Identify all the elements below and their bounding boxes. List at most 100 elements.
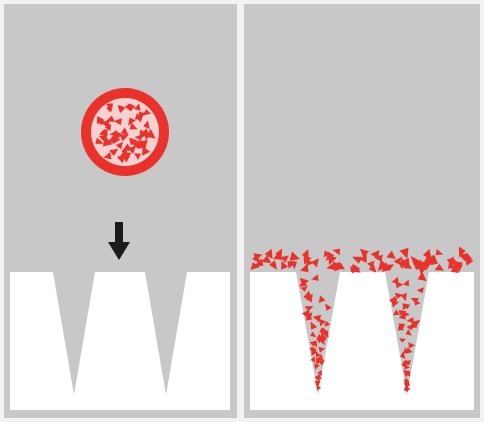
capsule-particle: [124, 152, 132, 158]
coating-particle: [454, 264, 463, 273]
crack-fill-particle: [318, 295, 326, 303]
filled-cracks-and-coating: [250, 246, 474, 393]
crack-fill-particle: [318, 359, 325, 366]
coating-particle: [325, 251, 335, 261]
crack-fill-particle: [394, 292, 403, 299]
coating-particle: [264, 248, 273, 259]
coating-particle: [275, 248, 283, 259]
capsule-particle: [129, 122, 138, 130]
crack-fill-particle: [400, 292, 407, 302]
coating-particle: [301, 249, 309, 259]
coating-particle: [281, 260, 288, 270]
coating-particle: [435, 248, 444, 256]
crack-fill-particle: [321, 327, 329, 336]
crack-fill-particle: [410, 298, 419, 304]
crack-fill-particle: [320, 333, 328, 341]
crack-fill-particle: [399, 338, 406, 343]
coating-particle: [359, 248, 369, 258]
capsule-particle: [102, 137, 113, 147]
coating-particle: [368, 264, 377, 273]
right-substrate: [250, 272, 474, 410]
capsule-particle: [141, 146, 151, 156]
capsule-particle: [98, 134, 108, 142]
crack-fill-particle: [397, 324, 405, 331]
crack-fill-particle: [319, 318, 327, 327]
capsule-particle: [95, 137, 105, 144]
capsule-particle: [131, 139, 141, 149]
capsule-particle: [111, 136, 121, 145]
crack-fill-particle: [402, 303, 408, 311]
capsule-particle: [105, 115, 115, 122]
capsule-particle: [103, 152, 112, 160]
coating-particle: [370, 250, 380, 259]
capsule-particles: [95, 103, 156, 164]
crack-fill-particle: [300, 286, 308, 292]
capsule-particle: [143, 120, 150, 130]
coating-particle: [403, 261, 413, 269]
crack-fill-particle: [398, 323, 406, 331]
coating-particle: [290, 260, 298, 270]
capsule-particle: [96, 116, 105, 125]
capsule-particle: [119, 134, 129, 142]
capsule-particle: [122, 143, 133, 151]
crack-fill-particle: [310, 321, 318, 330]
crack-fill-particle: [315, 357, 322, 365]
capsule-particle: [114, 130, 123, 141]
capsule-particle: [120, 127, 129, 136]
coating-particle: [464, 256, 474, 266]
crack-fill-particle: [405, 329, 412, 336]
crack-fill-particle: [405, 371, 411, 377]
capsule-particle: [139, 139, 148, 150]
capsule-particle: [124, 103, 132, 112]
coating-particle: [412, 260, 423, 271]
coating-particle: [377, 259, 388, 272]
crack-fill-particle: [317, 353, 324, 361]
capsule-particle: [118, 104, 126, 114]
coating-particle: [410, 255, 419, 265]
crack-fill-particle: [315, 380, 321, 387]
capsule-particle: [104, 123, 111, 131]
coating-particle: [446, 256, 455, 267]
coating-particle: [273, 251, 283, 260]
capsule-particle: [106, 103, 113, 113]
left-substrate: [10, 272, 230, 410]
capsule-particle: [128, 117, 136, 126]
down-arrow-icon: [108, 222, 130, 260]
crack-fill-particle: [402, 347, 409, 354]
coating-particle: [393, 256, 403, 265]
capsule-particle: [115, 141, 123, 150]
capsule-particle: [134, 153, 142, 160]
coating-particle: [303, 256, 312, 265]
crack-fill-particle: [317, 369, 323, 376]
right-panel-after: [244, 4, 480, 418]
coating-particle: [447, 260, 456, 269]
crack-fill-particle: [314, 363, 320, 370]
crack-fill-particle: [403, 311, 410, 318]
capsule-particle: [99, 117, 107, 125]
crack-fill-particle: [400, 351, 406, 359]
capsule-particle: [138, 111, 146, 120]
coating-particle: [261, 255, 272, 264]
coating-particle: [352, 256, 363, 264]
crack-fill-particle: [408, 342, 416, 349]
coating-particle: [323, 250, 331, 258]
crack-fill-particle: [309, 340, 316, 347]
crack-fill-particle: [403, 382, 411, 389]
capsule-particle: [129, 137, 138, 146]
crack-fill-particle: [316, 333, 323, 340]
arrow-head: [108, 242, 130, 260]
coating-particle: [326, 262, 336, 271]
crack-fill-particle: [304, 312, 313, 321]
crack-fill-particle: [398, 309, 407, 316]
crack-fill-particle: [304, 306, 314, 312]
coating-particle: [311, 258, 319, 268]
crack-fill-particle: [392, 309, 400, 316]
capsule-particle: [133, 103, 141, 111]
crack-fill-particle: [401, 359, 410, 365]
crack-fill-particle: [305, 293, 313, 302]
capsule-particle: [134, 134, 142, 141]
crack-fill-particle: [315, 373, 322, 380]
crack-fill-particle: [310, 356, 316, 363]
crack-fill-particle: [325, 303, 332, 311]
crack-fill-particle: [315, 351, 321, 358]
